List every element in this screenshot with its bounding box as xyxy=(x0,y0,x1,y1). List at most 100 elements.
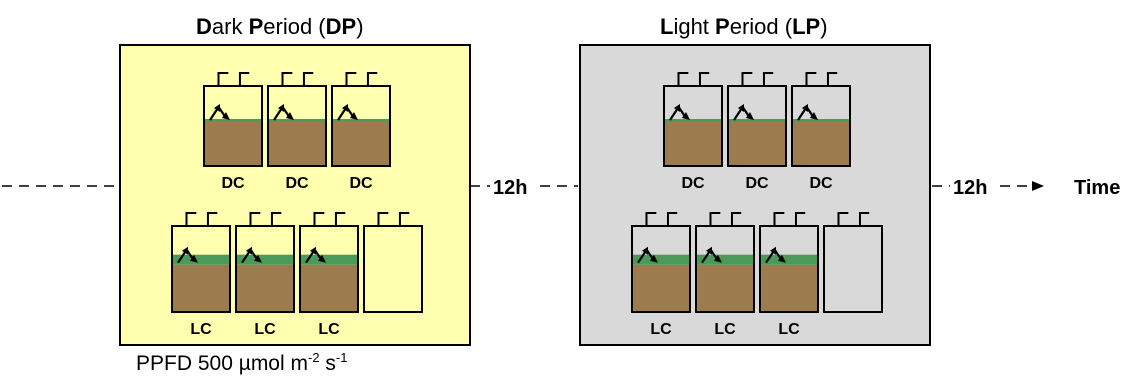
title-segment: ight xyxy=(673,14,716,39)
culture-vessel: LC xyxy=(695,212,755,338)
flux-down-arrowhead xyxy=(682,112,690,120)
biofilm-layer xyxy=(664,119,722,122)
title-segment: eriod ( xyxy=(729,14,793,39)
flux-down-arrowhead xyxy=(746,112,754,120)
inlet-tube xyxy=(773,212,785,226)
timeline-interval-1: 12h xyxy=(493,177,527,199)
title-segment: ark xyxy=(211,14,249,39)
culture-vessel: DC xyxy=(663,72,723,192)
vessel-outline xyxy=(299,225,359,313)
vessel-label: LC xyxy=(714,321,736,338)
vessel-outline xyxy=(331,85,391,167)
culture-vessel: LC xyxy=(631,212,691,338)
flux-up-arrow xyxy=(209,107,219,121)
outlet-tube xyxy=(270,212,282,226)
timeline-arrowhead xyxy=(1032,181,1044,191)
flux-down-arrowhead xyxy=(714,254,722,263)
sediment-layer xyxy=(728,122,786,166)
outlet-tube xyxy=(206,212,218,226)
ppfd-prefix: PPFD 500 µmol m xyxy=(136,352,308,375)
sediment-layer xyxy=(632,264,690,312)
flux-up-arrow xyxy=(273,107,283,121)
outlet-tube xyxy=(366,72,378,86)
inlet-tube xyxy=(377,212,389,226)
inlet-tube xyxy=(837,212,849,226)
outlet-tube xyxy=(398,212,410,226)
outlet-tube xyxy=(238,72,250,86)
flux-up-arrow xyxy=(701,250,711,264)
sediment-layer xyxy=(792,122,850,166)
biofilm-layer xyxy=(760,254,818,265)
inlet-tube xyxy=(709,212,721,226)
vessel-label: LC xyxy=(778,321,800,338)
ppfd-exponent-1: -2 xyxy=(307,350,320,365)
culture-vessel: DC xyxy=(267,72,327,192)
flux-down-arrowhead xyxy=(190,254,198,263)
biofilm-layer xyxy=(792,119,850,122)
culture-vessel: DC xyxy=(203,72,263,192)
flux-up-arrow xyxy=(669,107,679,121)
biofilm-layer xyxy=(332,119,390,122)
vessel-outline xyxy=(171,225,231,313)
sediment-layer xyxy=(760,264,818,312)
biofilm-layer xyxy=(236,254,294,265)
culture-vessel: LC xyxy=(299,212,359,338)
sediment-layer xyxy=(664,122,722,166)
sediment-layer xyxy=(268,122,326,166)
title-segment: LP xyxy=(792,14,821,39)
outlet-tube xyxy=(794,212,806,226)
title-segment: P xyxy=(248,14,264,39)
inlet-tube xyxy=(645,212,657,226)
outlet-tube xyxy=(730,212,742,226)
inlet-tube xyxy=(217,72,229,86)
vessel-outline xyxy=(235,225,295,313)
ppfd-mid: s xyxy=(319,352,336,375)
inlet-tube xyxy=(741,72,753,86)
sediment-layer xyxy=(172,264,230,312)
title-segment: DP xyxy=(325,14,357,39)
outlet-tube xyxy=(334,212,346,226)
vessel-outline xyxy=(823,225,883,313)
flux-up-arrow xyxy=(765,250,775,264)
biofilm-layer xyxy=(300,254,358,265)
flux-down-arrowhead xyxy=(286,112,294,120)
culture-vessel: LC xyxy=(759,212,819,338)
vessel-label: DC xyxy=(745,175,769,192)
timeline-interval-2: 12h xyxy=(953,177,987,199)
inlet-tube xyxy=(345,72,357,86)
flux-up-arrow xyxy=(177,250,187,264)
light-period-title: Light Period (LP) xyxy=(660,14,828,40)
flux-up-arrow xyxy=(305,250,315,264)
vessel-outline xyxy=(695,225,755,313)
title-segment: D xyxy=(196,14,212,39)
flux-up-arrow xyxy=(797,107,807,121)
outlet-tube xyxy=(666,212,678,226)
biofilm-layer xyxy=(696,254,754,265)
vessel-label: LC xyxy=(190,321,212,338)
title-segment: L xyxy=(660,14,674,39)
vessel-outline xyxy=(663,85,723,167)
inlet-tube xyxy=(185,212,197,226)
inlet-tube xyxy=(313,212,325,226)
vessel-outline xyxy=(727,85,787,167)
sediment-layer xyxy=(696,264,754,312)
vessel-outline xyxy=(631,225,691,313)
ppfd-exponent-2: -1 xyxy=(335,350,348,365)
biofilm-layer xyxy=(728,119,786,122)
outlet-tube xyxy=(826,72,838,86)
vessel-outline xyxy=(267,85,327,167)
culture-vessel: DC xyxy=(791,72,851,192)
flux-down-arrowhead xyxy=(810,112,818,120)
culture-vessel: LC xyxy=(235,212,295,338)
culture-vessel: DC xyxy=(331,72,391,192)
inlet-tube xyxy=(805,72,817,86)
flux-down-arrowhead xyxy=(222,112,230,120)
vessel-label: DC xyxy=(349,175,373,192)
culture-vessel: LC xyxy=(171,212,231,338)
flux-up-arrow xyxy=(337,107,347,121)
title-segment: eriod ( xyxy=(263,14,326,39)
biofilm-layer xyxy=(172,254,230,265)
flux-up-arrow xyxy=(733,107,743,121)
timeline-end-label: Time xyxy=(1074,177,1120,199)
